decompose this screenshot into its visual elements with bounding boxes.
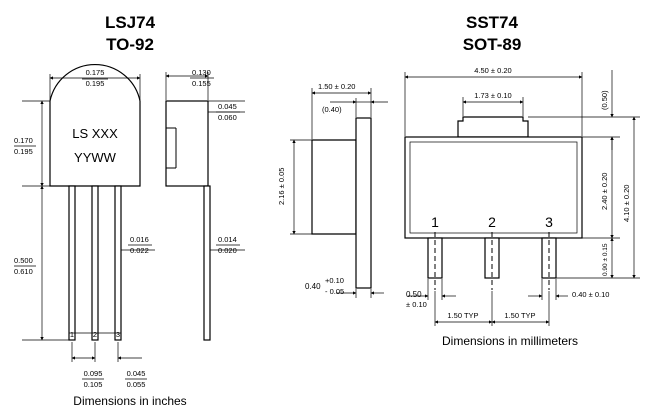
body-side-dim: 2.16 ± 0.05 xyxy=(277,168,286,205)
svg-text:0.016: 0.016 xyxy=(130,235,149,244)
side-width-bot: 0.155 xyxy=(192,79,211,88)
top-gap-dim: (0.50) xyxy=(600,90,609,110)
svg-text:0.022: 0.022 xyxy=(130,246,149,255)
svg-text:0.105: 0.105 xyxy=(84,380,103,389)
side-width-top: 0.130 xyxy=(192,68,211,77)
svg-text:0.175: 0.175 xyxy=(86,68,105,77)
pin-label-1: 1 xyxy=(70,330,74,339)
total-height-dim: 4.10 ± 0.20 xyxy=(622,185,631,222)
marking-line-1: LS XXX xyxy=(72,126,118,141)
to92-side-view xyxy=(165,72,211,341)
pin-width-main: 0.50 xyxy=(406,290,422,299)
tab-width-dim: 1.73 ± 0.10 xyxy=(474,91,511,100)
dim-lead-length: 0.500 0.610 xyxy=(14,185,69,341)
svg-text:0.045: 0.045 xyxy=(127,369,146,378)
svg-text:0.610: 0.610 xyxy=(14,267,33,276)
lead-thickness-plus: +0.10 xyxy=(325,276,344,285)
svg-text:0.500: 0.500 xyxy=(14,256,33,265)
dim-body-width: 0.175 0.195 xyxy=(49,68,141,100)
sst74-caption: Dimensions in millimeters xyxy=(442,334,578,348)
lead-1 xyxy=(68,185,76,341)
dim-body-height: 0.170 0.195 xyxy=(14,100,50,187)
to92-front-view: LS XXX YYWW 1 2 3 xyxy=(49,64,141,341)
sot89-pin-label-3: 3 xyxy=(545,214,553,230)
lsj74-package-name: TO-92 xyxy=(106,35,154,54)
lsj74-caption: Dimensions in inches xyxy=(73,394,186,408)
pitch-dim-1: 1.50 TYP xyxy=(447,311,478,320)
flat-dim-top: 0.045 xyxy=(218,102,237,111)
svg-text:0.095: 0.095 xyxy=(84,369,103,378)
marking-line-2: YYWW xyxy=(74,150,117,165)
pin-label-3: 3 xyxy=(116,330,120,339)
lead-thickness-main: 0.40 xyxy=(305,282,321,291)
svg-text:0.055: 0.055 xyxy=(127,380,146,389)
lsj74-title: LSJ74 xyxy=(105,13,156,32)
sst74-title: SST74 xyxy=(466,13,519,32)
sot89-top-view: 1 2 3 xyxy=(404,116,583,290)
pin-width-tol: ± 0.10 xyxy=(406,300,427,309)
flat-dim-bot: 0.060 xyxy=(218,113,237,122)
body-height-dim: 2.40 ± 0.20 xyxy=(600,173,609,210)
lead-thickness-minus: - 0.05 xyxy=(325,287,344,296)
dim-lead-width: 0.016 0.022 xyxy=(121,235,155,255)
lead-2 xyxy=(91,185,99,341)
lead-thickness-top: 0.014 xyxy=(218,235,237,244)
sst74-package-name: SOT-89 xyxy=(463,35,522,54)
pitch-dim-2: 1.50 TYP xyxy=(504,311,535,320)
pin3-width-dim: 0.40 ± 0.10 xyxy=(572,290,609,299)
dim-lead-pitch: 0.095 0.105 0.045 0.055 xyxy=(71,342,147,389)
pin-label-2: 2 xyxy=(93,330,97,339)
sot89-pin-label-1: 1 xyxy=(431,214,439,230)
tab-depth-dim: 1.50 ± 0.20 xyxy=(318,82,355,91)
lead-thickness-bot: 0.020 xyxy=(218,246,237,255)
sot89-side-view xyxy=(290,117,372,289)
lead-3 xyxy=(114,185,122,341)
lead-length-dim: 0.90 ± 0.15 xyxy=(602,243,609,276)
lsj74-section: LSJ74 TO-92 LS XXX YYWW 1 2 3 0.175 0.19… xyxy=(14,13,245,408)
total-width-dim: 4.50 ± 0.20 xyxy=(474,66,511,75)
sot89-pin-label-2: 2 xyxy=(488,214,496,230)
svg-text:0.195: 0.195 xyxy=(86,79,105,88)
sst74-section: SST74 SOT-89 2.16 ± 0.05 1.50 ± 0.20 (0.… xyxy=(277,13,640,348)
svg-text:0.195: 0.195 xyxy=(14,147,33,156)
svg-text:0.170: 0.170 xyxy=(14,136,33,145)
tab-depth2-dim: (0.40) xyxy=(322,105,342,114)
